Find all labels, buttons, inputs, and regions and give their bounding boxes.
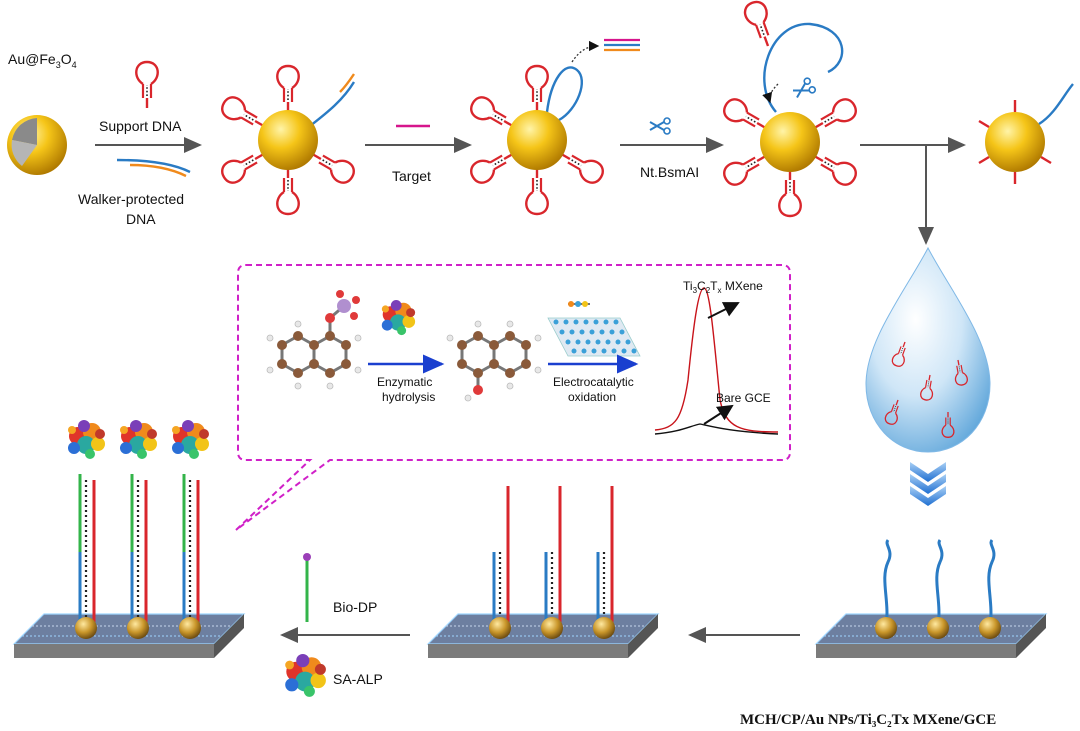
particle-hairpins — [217, 64, 359, 216]
support-dna-hairpin — [135, 60, 159, 110]
scissors-icon-2 — [792, 77, 817, 98]
sa-alp-icon — [285, 654, 326, 697]
mechanism-inset — [235, 264, 791, 531]
support-dna-label: Support DNA — [99, 118, 182, 134]
bare-gce-label: Bare GCE — [716, 391, 771, 405]
enzyme-label: Nt.BsmAI — [640, 164, 699, 180]
walker-label-line2: DNA — [126, 211, 156, 227]
electro-label-1: Electrocatalytic — [553, 375, 634, 389]
electro-label-2: oxidation — [568, 390, 616, 404]
product-molecule — [446, 320, 542, 402]
down-chevrons-icon — [910, 462, 946, 506]
sa-alp-label: SA-ALP — [333, 671, 383, 687]
free-hairpin — [740, 0, 780, 51]
bio-dp-icon — [303, 553, 311, 622]
mxene-lattice — [547, 301, 641, 357]
core-shell-particle — [7, 115, 67, 175]
electrode-label: MCH/CP/Au NPs/Ti₃C₂Tx MXene/GCE — [740, 712, 996, 728]
walker-protected-dna-icon — [116, 158, 191, 178]
release-dashed-arrow — [571, 40, 600, 63]
mxene-curve-label: Ti3C2Tx MXene — [683, 279, 763, 295]
particle-final — [978, 83, 1074, 184]
particle-cleavage — [719, 22, 861, 218]
voltammogram-sketch — [654, 287, 779, 435]
electrode-final — [13, 613, 245, 659]
capture-probes — [875, 539, 1001, 639]
final-probes — [68, 420, 209, 639]
particle-walker-bound — [466, 64, 608, 216]
enzymatic-label-2: hydrolysis — [382, 390, 435, 404]
electrode-middle — [427, 613, 659, 659]
middle-probes — [489, 486, 615, 639]
enzymatic-label-1: Enzymatic — [377, 375, 432, 389]
scissors-icon — [649, 117, 671, 135]
bio-dp-label: Bio-DP — [333, 599, 377, 615]
core-label: Au@Fe3O4 — [8, 51, 77, 70]
target-label: Target — [392, 168, 431, 184]
released-duplex — [604, 38, 640, 52]
walker-label-line1: Walker-protected — [78, 191, 184, 207]
hairpin-droplet — [865, 246, 991, 453]
substrate-molecule — [266, 290, 362, 390]
